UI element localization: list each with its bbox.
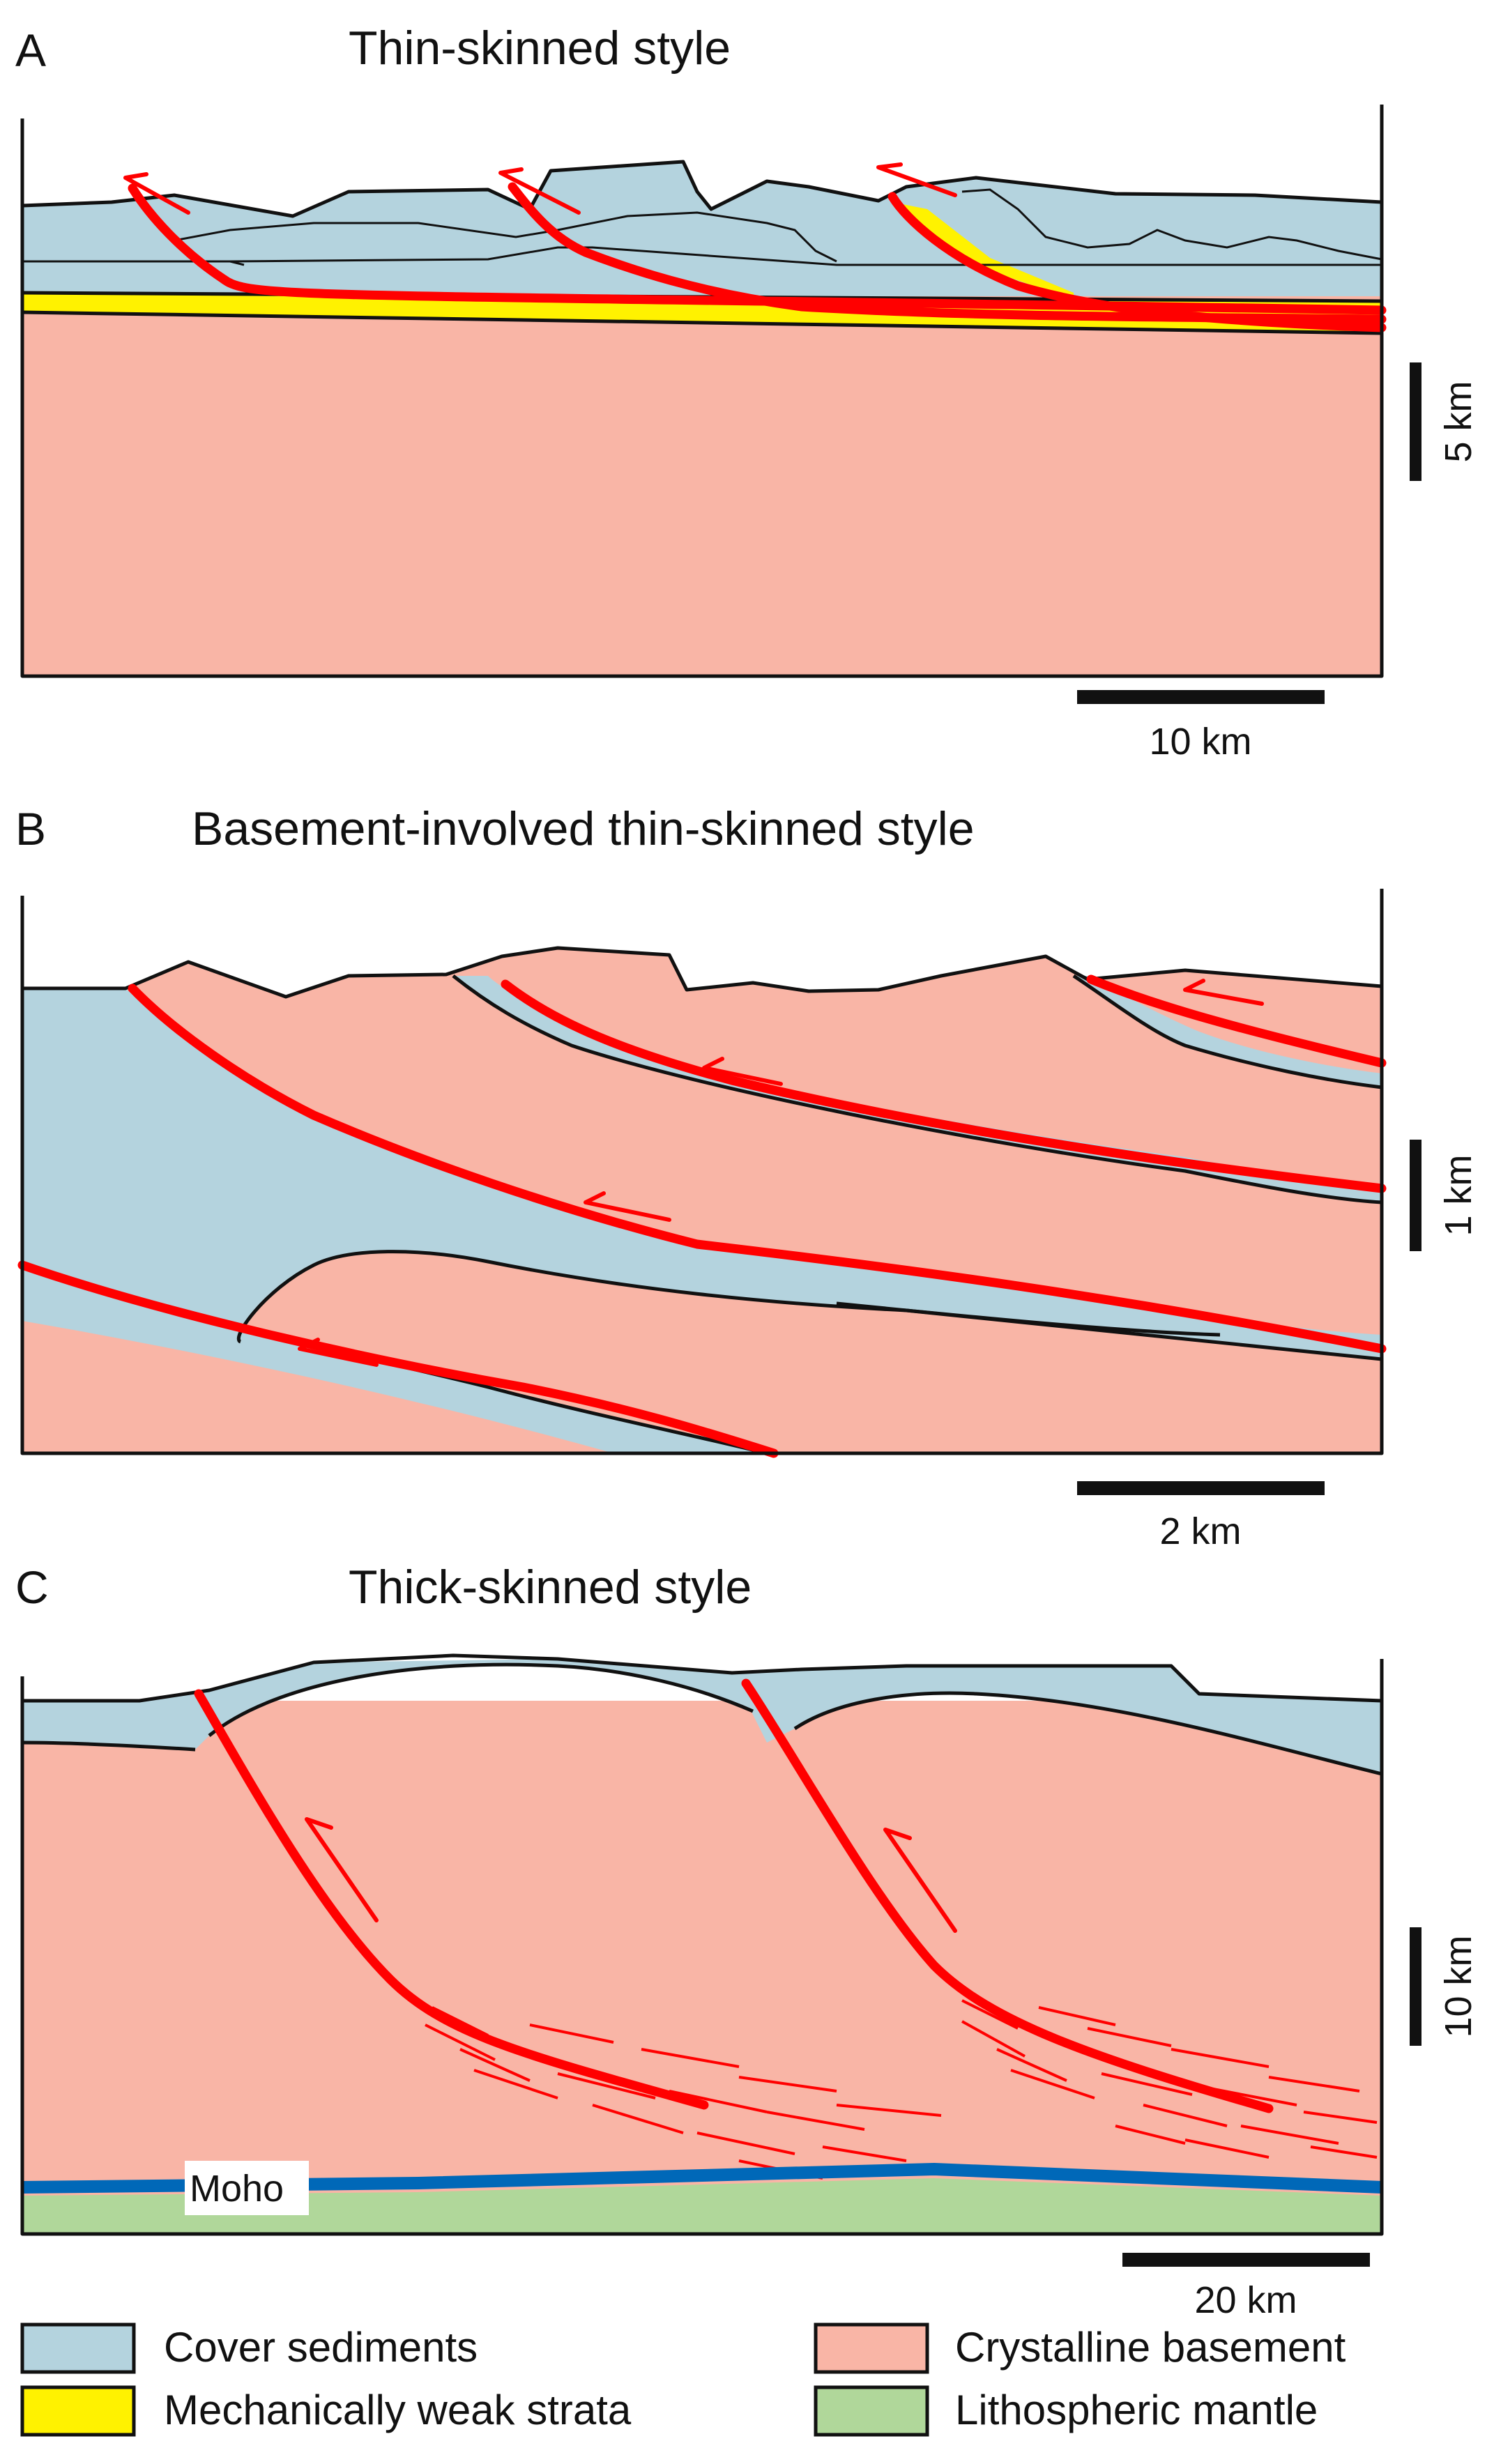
legend-item-crystalline-basement: Crystalline basement [814,2323,1346,2374]
legend-item-lithospheric-mantle: Lithospheric mantle [814,2385,1318,2437]
panel-c-thrust-2 [741,1678,1274,2113]
panel-c-shear-zone-1 [425,2006,942,2180]
panel-b-slip-arrow-1 [584,1191,671,1222]
panel-b: B Basement-involved thin-skinned style 1… [15,802,1479,1552]
panel-c-horizontal-scale-label: 20 km [1194,2279,1297,2321]
legend-label: Lithospheric mantle [955,2387,1318,2433]
panel-c-letter: C [15,1561,49,1613]
panel-b-title: Basement-involved thin-skinned style [192,802,975,855]
legend-label: Mechanically weak strata [164,2387,632,2433]
panel-b-thrust-4 [17,1260,779,1458]
panel-c-slip-arrow-1 [305,1817,379,1922]
panel-b-vertical-scale-bar [1410,1140,1421,1251]
panel-c-vertical-scale-label: 10 km [1438,1935,1479,2037]
panel-c-cover-sediments-2 [732,1666,1382,1774]
panel-a-frame [20,105,1384,678]
panel-a-title: Thin-skinned style [349,22,731,75]
panel-a-letter: A [15,24,46,76]
panel-a-slip-arrow-2 [498,167,581,215]
panel-c-thrust-1 [194,1689,709,2110]
panel-a-weak-ramp [892,202,1074,300]
panel-b-thrust-2 [501,979,1387,1193]
panel-a-thrust-1 [128,183,1387,315]
panel-c-horizontal-scale-bar [1122,2253,1370,2267]
panel-b-topography [22,946,1382,999]
panel-b-slip-arrow-4 [298,1338,379,1367]
legend-label: Crystalline basement [955,2324,1346,2371]
legend-item-cover-sediments: Cover sediments [20,2323,478,2374]
legend-swatch [20,2385,136,2437]
panel-b-slip-arrow-3 [1183,979,1264,1006]
panel-b-thrust-3 [1086,974,1387,1068]
panel-a-topography [22,160,1382,218]
panel-a-slip-arrow-1 [123,172,190,215]
panel-c-shear-zone-2 [961,1999,1378,2159]
panel-c-vertical-scale-bar [1410,1927,1421,2046]
panel-b-slip-arrow-2 [702,1057,783,1086]
panel-a-basement [22,296,1382,676]
panel-b-horizontal-scale-label: 2 km [1159,1510,1241,1552]
panel-a-horizontal-scale-bar [1077,690,1325,704]
panel-c-lithospheric-mantle [22,2178,1382,2234]
panel-b-basement [22,948,1382,1453]
panel-a-vertical-scale-bar [1410,362,1421,481]
panel-c-moho-label: Moho [190,2168,284,2210]
panel-b-frame [20,889,1384,1455]
panel-a-horizontal-scale-label: 10 km [1149,721,1251,763]
panel-b-letter: B [15,803,46,855]
panel-b-thrust-1 [128,984,1387,1354]
legend-swatch [814,2323,929,2374]
panel-a-slip-arrow-3 [876,162,957,197]
panel-c-basement [22,1701,1382,2203]
panel-c-slip-arrow-2 [883,1828,957,1933]
panel-a-vertical-scale-label: 5 km [1438,381,1479,462]
panel-c-frame [20,1659,1384,2236]
legend: Cover sediments Mechanically weak strata… [20,2323,1346,2437]
panel-b-horizontal-scale-bar [1077,1481,1325,1495]
legend-swatch [20,2323,136,2374]
legend-swatch [814,2385,929,2437]
panel-a-cover-sediments [22,162,1382,296]
panel-c-cover-sediments-1 [22,1659,753,1750]
panel-b-vertical-scale-label: 1 km [1438,1154,1479,1236]
panel-a-thrust-3 [887,192,1387,332]
panel-a: A Thin-skinned style 5 km 10 km [15,22,1479,763]
panel-c: C Thick-skinned style [15,1561,1479,2321]
legend-label: Cover sediments [164,2324,478,2371]
legend-item-weak-strata: Mechanically weak strata [20,2385,632,2437]
panel-c-moho-label-box [185,2161,309,2215]
panel-c-title: Thick-skinned style [349,1561,752,1614]
